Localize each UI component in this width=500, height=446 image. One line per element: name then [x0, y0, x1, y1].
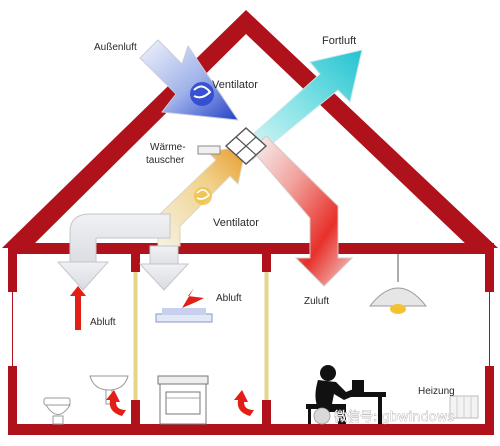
flow-arrows: [70, 286, 254, 416]
arrow-up-left: [70, 286, 86, 330]
ceiling: [8, 243, 494, 254]
label-waerme-line2: tauscher: [146, 155, 185, 166]
return-duct-mid-arrow: [138, 263, 190, 291]
floor-stub-mid: [262, 400, 271, 424]
label-zuluft: Zuluft: [304, 296, 329, 307]
label-ventilator-bottom: Ventilator: [213, 217, 259, 229]
arrow-bottom-left: [106, 390, 126, 416]
radiator-icon: [449, 395, 479, 419]
pipe-mid: [264, 272, 269, 400]
fan-bottom-icon: [194, 187, 212, 205]
watermark: 微信号: gbwindows: [313, 407, 455, 425]
arrow-bottom-mid: [234, 390, 254, 416]
watermark-text: 微信号: gbwindows: [334, 410, 454, 425]
supply-air-duct: [251, 135, 354, 287]
ceiling-vent-icon: [155, 308, 213, 323]
fan-top-icon: [190, 82, 214, 106]
return-duct-left-arrow: [56, 261, 110, 291]
label-heizung: Heizung: [418, 386, 455, 397]
ceiling-stub-left: [131, 254, 140, 272]
label-abluft-left: Abluft: [90, 317, 116, 328]
label-fortluft: Fortluft: [322, 35, 356, 47]
label-waerme-line1: Wärme-: [150, 142, 186, 153]
ceiling-stub-mid: [262, 254, 271, 272]
pendant-lamp-icon: [368, 254, 428, 314]
stove-icon: [157, 375, 209, 425]
label-ventilator-top: Ventilator: [212, 79, 258, 91]
label-aussenluft: Außenluft: [94, 42, 137, 53]
return-duct-left: [69, 213, 171, 269]
outside-air-duct: [139, 39, 240, 121]
pipe-left: [133, 272, 138, 400]
watermark-logo-icon: [313, 407, 331, 425]
person-at-desk-icon: [306, 365, 386, 424]
floor: [8, 424, 494, 435]
roof: [2, 10, 498, 248]
label-abluft-mid: Abluft: [216, 293, 242, 304]
arrow-to-vent: [182, 288, 204, 308]
heat-exchanger-icon: [197, 127, 268, 165]
toilet-icon: [43, 397, 71, 425]
floor-stub-left: [131, 400, 140, 424]
